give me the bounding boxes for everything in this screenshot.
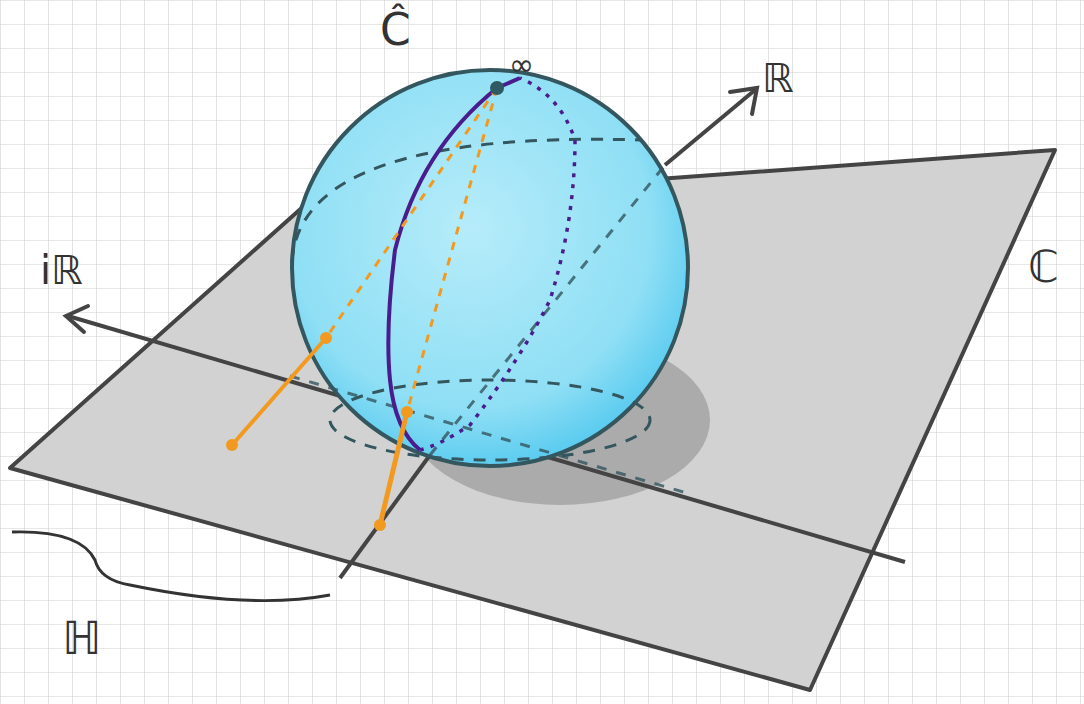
axis-label: ℂ	[1028, 245, 1059, 289]
axis-label: Ĉ	[380, 8, 411, 52]
axis-label: iℝ	[40, 250, 83, 290]
axis-label: ℍ	[62, 615, 101, 661]
axis-label: ∞	[509, 50, 534, 80]
axis-label: ℝ	[762, 58, 794, 98]
